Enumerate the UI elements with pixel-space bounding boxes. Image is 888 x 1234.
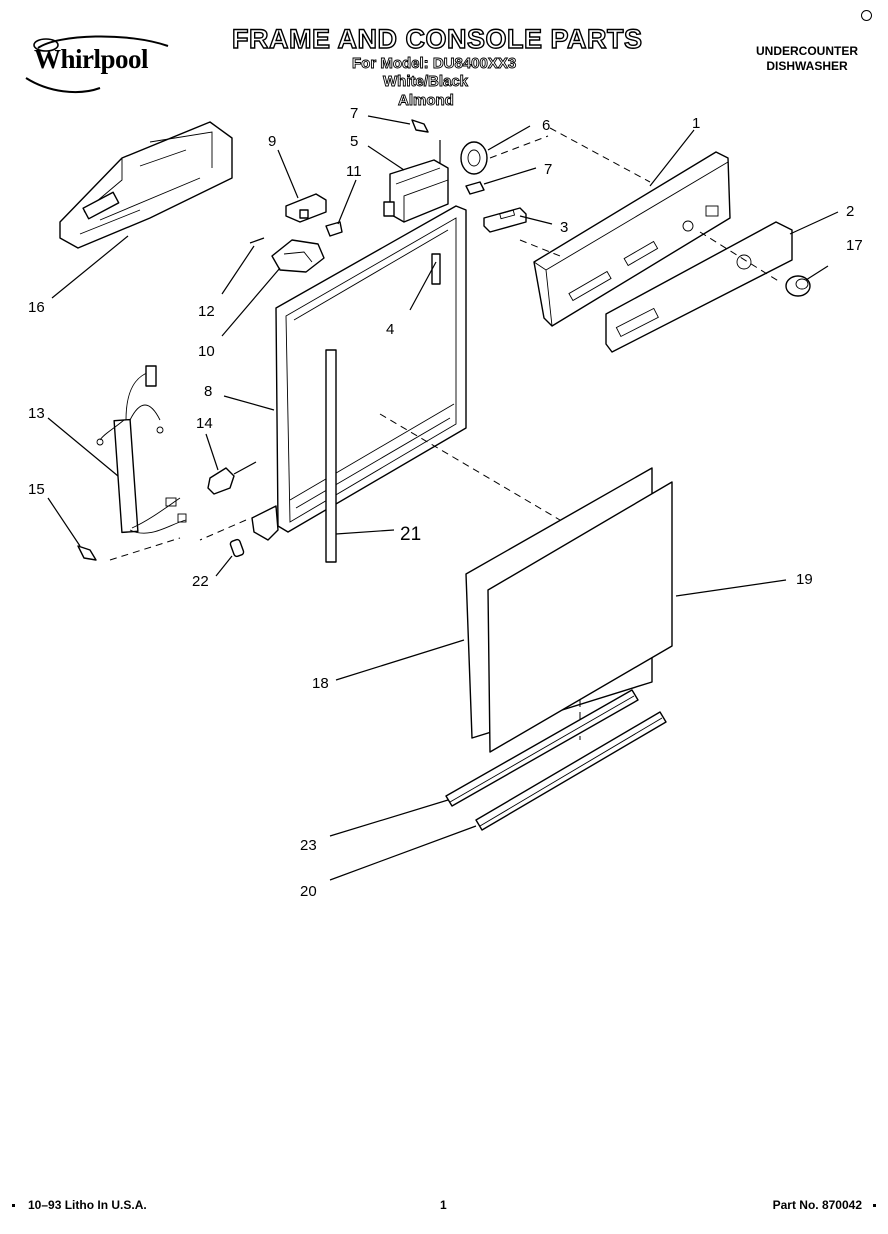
callout-7b: 7 (544, 161, 552, 178)
callout-4: 4 (386, 321, 394, 338)
callout-12: 12 (198, 303, 215, 320)
part-16-housing (59, 121, 233, 249)
callout-labels: 1 2 3 4 5 6 7 7 8 9 10 11 12 13 14 15 16… (28, 105, 863, 900)
product-type: UNDERCOUNTER DISHWASHER (756, 44, 858, 74)
callout-17: 17 (846, 237, 863, 254)
part-19-door-panel-front (487, 481, 673, 753)
part-21-strip (325, 349, 337, 563)
callout-7a: 7 (350, 105, 358, 122)
callout-5: 5 (350, 133, 358, 150)
callout-9: 9 (268, 133, 276, 150)
callout-18: 18 (312, 675, 329, 692)
whirlpool-logo-swoosh (25, 35, 169, 94)
callout-10: 10 (198, 343, 215, 360)
part-23-trim-strip (445, 689, 639, 807)
callout-20: 20 (300, 883, 317, 900)
part-20-trim-strip (475, 711, 667, 831)
litho-note: 10–93 Litho In U.S.A. (28, 1198, 147, 1212)
callout-2: 2 (846, 203, 854, 220)
product-type-line-1: UNDERCOUNTER (756, 44, 858, 58)
callout-13: 13 (28, 405, 45, 422)
callout-21: 21 (400, 524, 421, 545)
part-6-knob-dial (460, 135, 549, 175)
callout-8: 8 (204, 383, 212, 400)
part-15-screw (77, 545, 97, 561)
part-14-switch (207, 461, 257, 495)
callout-6: 6 (542, 117, 550, 134)
corner-mark-bottom-left (12, 1204, 15, 1207)
callout-19: 19 (796, 571, 813, 588)
part-1-console-panel (519, 127, 731, 327)
product-type-line-2: DISHWASHER (766, 59, 848, 73)
callout-23: 23 (300, 837, 317, 854)
part-3-bracket (483, 207, 527, 233)
part-13-wire-harness (96, 365, 187, 561)
callout-22: 22 (192, 573, 209, 590)
parts-9-12-switch-bracket (249, 193, 343, 273)
part-17-knob (785, 275, 811, 297)
part-8-door-frame (199, 205, 561, 541)
callout-3: 3 (560, 219, 568, 236)
callout-15: 15 (28, 481, 45, 498)
part-2-console-trim (605, 221, 793, 353)
callout-14: 14 (196, 415, 213, 432)
model-line: For Model: DU8400XX3 (352, 55, 517, 73)
color-line-2: Almond (398, 92, 455, 110)
callout-1: 1 (692, 115, 700, 132)
page-number: 1 (440, 1198, 447, 1212)
page-title: FRAME AND CONSOLE PARTS (231, 23, 643, 54)
part-number: Part No. 870042 (772, 1198, 862, 1212)
part-22-clip (229, 538, 245, 558)
leader-lines (47, 115, 839, 881)
brand-logo-text: Whirlpool (34, 44, 149, 74)
corner-registration-mark (861, 10, 872, 21)
part-7-screws (411, 119, 485, 195)
part-5-timer (383, 140, 449, 223)
callout-16: 16 (28, 299, 45, 316)
callout-11: 11 (346, 163, 362, 180)
color-line-1: White/Black (383, 73, 469, 91)
corner-mark-bottom-right (873, 1204, 876, 1207)
